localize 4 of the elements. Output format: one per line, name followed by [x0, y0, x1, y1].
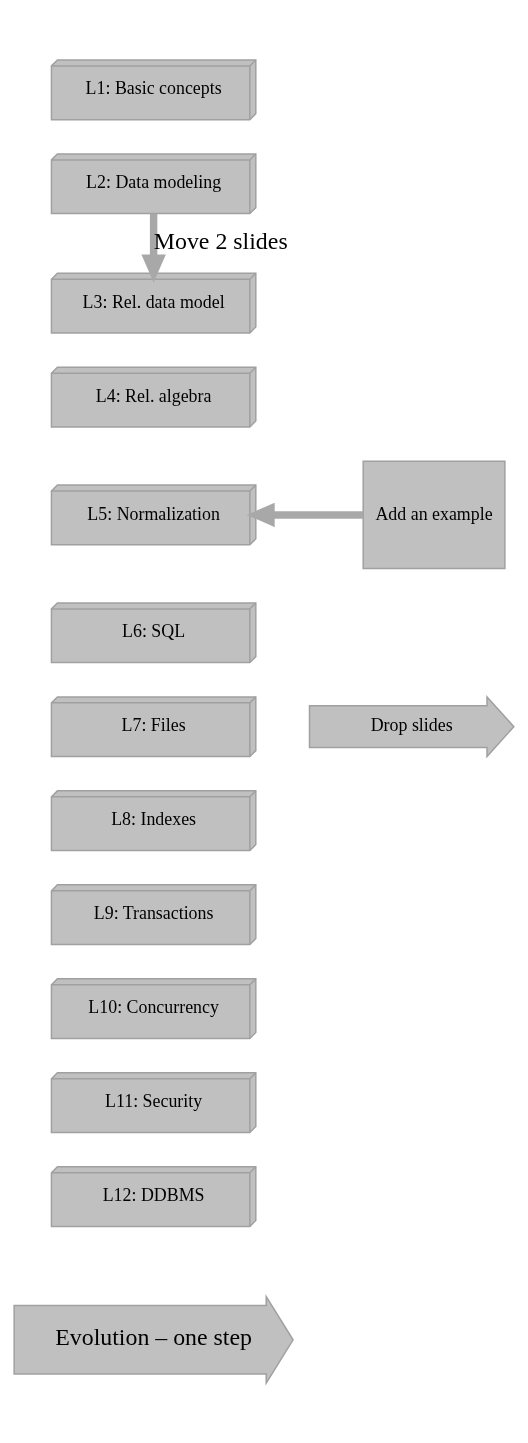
node-box: Add an example: [362, 460, 506, 570]
edge-label: Move 2 slides: [153, 228, 288, 255]
arrow: [246, 502, 364, 528]
arrow: [141, 214, 166, 283]
